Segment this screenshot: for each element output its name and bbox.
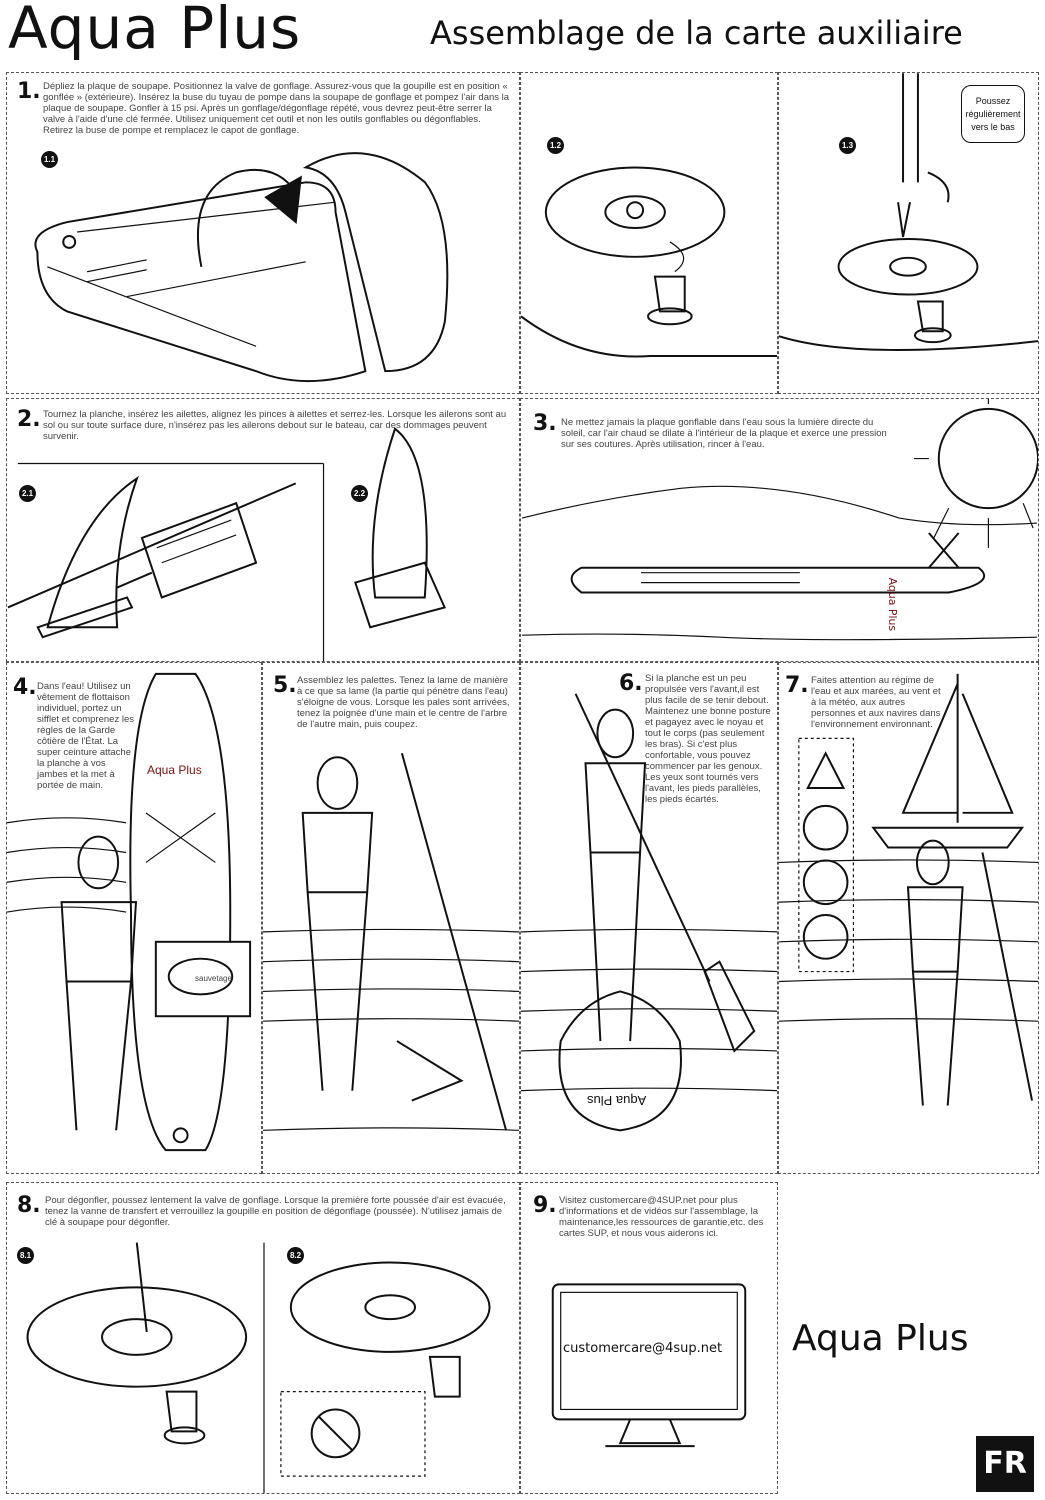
step-6-panel: 6. Si la planche est un peu propulsée ve… [520,662,778,1174]
step-1-2-badge: 1.2 [547,137,564,154]
step-9-text: Visitez customercare@4SUP.net pour plus … [559,1195,764,1239]
life-vest-board-illustration [7,672,252,1152]
step-5-number: 5. [273,673,297,698]
step-3-text: Ne mettez jamais la plaque gonflable dan… [561,417,887,450]
step-1-number: 1. [17,79,41,104]
sun-warning-illustration: Aqua Plus [521,399,1038,641]
brand-logo: Aqua Plus [8,0,302,62]
step-1-text: Dépliez la plaque de soupape. Positionne… [43,81,510,136]
warning-icon [806,751,846,789]
monitor-illustration [551,1283,747,1448]
footer-brand-logo: Aqua Plus [792,1318,969,1359]
push-instruction-bubble: Poussez régulièrement vers le bas [961,85,1025,143]
page-title: Assemblage de la carte auxiliaire [430,14,963,52]
step-2-number: 2. [17,407,41,432]
step-4-text: Dans l'eau! Utilisez un vêtement de flot… [37,681,134,791]
step-1-3-panel: 1.3 Poussez régulièrement vers le bas [778,72,1039,394]
step-2-2-badge: 2.2 [351,485,368,502]
step-2-panel: 2. Tournez la planche, insérez les ailet… [6,398,520,662]
paddle-assembly-illustration [263,753,519,1131]
step-4-number: 4. [13,675,37,700]
step-2-1-badge: 2.1 [19,485,36,502]
environment-awareness-illustration [779,673,1038,1106]
step-3-panel: Aqua Plus 3. Ne mettez jamais la plaque … [520,398,1039,662]
svg-text:Aqua Plus: Aqua Plus [886,578,899,632]
board-unroll-illustration [34,152,449,382]
fin-insert-illustration [7,427,446,661]
customer-care-email[interactable]: customercare@4sup.net [563,1341,723,1356]
step-7-text: Faites attention au régime de l'eau et a… [811,675,941,730]
pump-hose-illustration [779,73,1038,351]
deflate-valve-illustration [26,1242,491,1493]
language-badge: FR [976,1436,1034,1492]
step-1-1-badge: 1.1 [41,151,58,168]
step-9-panel: 9. Visitez customercare@4SUP.net pour pl… [520,1182,778,1494]
step-8-number: 8. [17,1193,41,1218]
wind-icon [802,859,849,906]
standing-paddler-illustration [521,693,777,1132]
step-5-panel: 5. Assemblez les palettes. Tenez la lame… [262,662,520,1174]
step-9-number: 9. [533,1193,557,1218]
sun-icon [937,407,1038,510]
step-8-1-badge: 8.1 [17,1247,34,1264]
step-5-text: Assemblez les palettes. Tenez la lame de… [297,675,510,730]
step-4-panel: 4. Dans l'eau! Utilisez un vêtement de f… [6,662,262,1174]
step-8-panel: 8. Pour dégonfler, poussez lentement la … [6,1182,520,1494]
step-8-text: Pour dégonfler, poussez lentement la val… [45,1195,506,1228]
step-1-panel: 1. Dépliez la plaque de soupape. Positio… [6,72,520,394]
board-brand-label: Aqua Plus [147,763,202,777]
sailboat-icon [901,673,1014,823]
wave-icon [802,804,849,851]
step-1-2-panel: 1.2 [520,72,778,394]
step-6-number: 6. [619,671,643,696]
step-7-number: 7. [785,673,809,698]
safety-tag-label: sauvetage [195,974,232,983]
step-3-number: 3. [533,411,557,436]
step-1-3-badge: 1.3 [839,137,856,154]
valve-illustration [521,166,777,358]
step-7-panel: 7. Faites attention au régime de l'eau e… [778,662,1039,1174]
step-6-text: Si la planche est un peu propulsée vers … [645,673,771,805]
storm-cloud-icon [802,914,849,960]
step-8-2-badge: 8.2 [287,1247,304,1264]
board-brand-label: Aqua Plus [587,1093,647,1108]
step-2-text: Tournez la planche, insérez les ailettes… [43,409,507,442]
